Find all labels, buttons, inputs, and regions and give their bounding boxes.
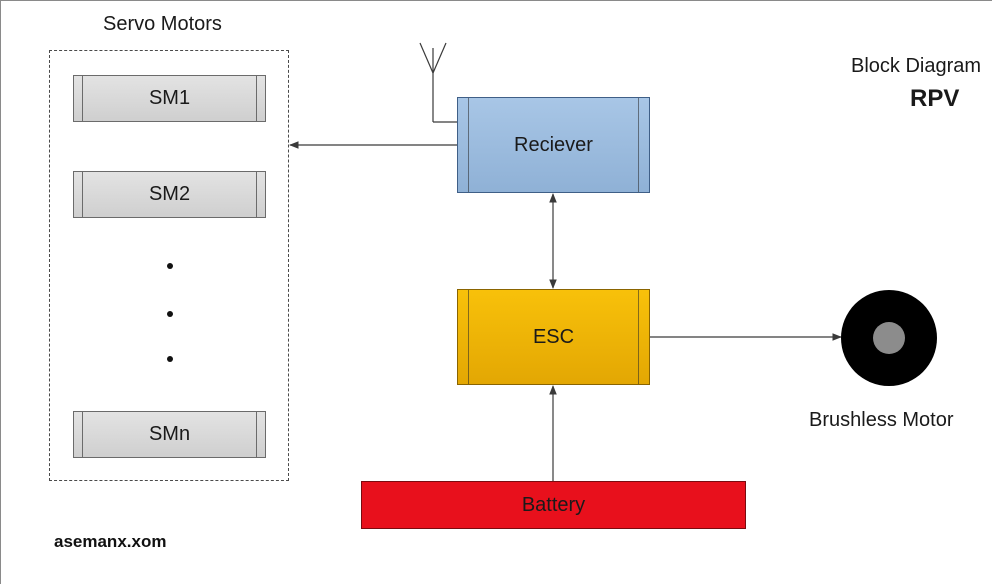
diagram-caption: Block Diagram — [851, 55, 982, 77]
motor-label: Brushless Motor — [809, 409, 954, 431]
diagram-name: RPV — [910, 85, 960, 112]
servo-block-sm2: SM2 — [73, 171, 266, 218]
receiver-block: Reciever — [457, 97, 650, 193]
servo-label: SM1 — [148, 87, 191, 109]
watermark-text: asemanx.xom — [54, 532, 167, 551]
brushless-motor-icon — [841, 290, 937, 386]
battery-label: Battery — [521, 493, 586, 516]
servo-label: SMn — [148, 423, 191, 445]
servo-block-sm1: SM1 — [73, 75, 266, 122]
servo-block-smn: SMn — [73, 411, 266, 458]
esc-label: ESC — [532, 325, 575, 348]
receiver-label: Reciever — [514, 133, 593, 156]
servo-group-title: Servo Motors — [103, 13, 222, 35]
esc-block: ESC — [457, 289, 650, 385]
battery-block: Battery — [361, 481, 746, 529]
ellipsis-dot — [167, 263, 173, 269]
servo-label: SM2 — [148, 183, 191, 205]
ellipsis-dot — [167, 311, 173, 317]
servo-group-box — [49, 50, 289, 481]
ellipsis-dot — [167, 356, 173, 362]
antenna-icon — [419, 42, 457, 123]
